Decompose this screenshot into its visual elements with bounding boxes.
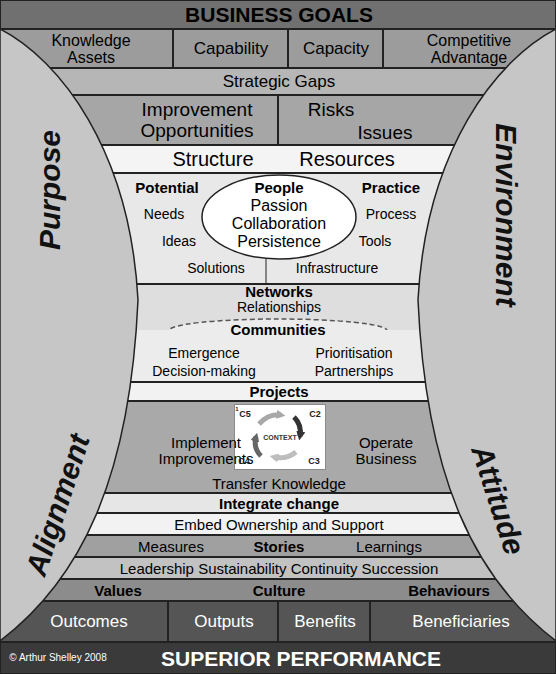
- gap-band: Strategic Gaps: [0, 68, 556, 95]
- context-region-text: Transfer Knowledge: [212, 476, 346, 492]
- culture-band-text: Culture: [253, 583, 306, 599]
- divider-line: [266, 259, 267, 283]
- goal-cell-text: Capability: [194, 40, 269, 58]
- side-label: Environment: [491, 123, 521, 306]
- structure-band-text: Resources: [299, 149, 395, 171]
- people-region-text: Ideas: [162, 234, 196, 249]
- leadership-band: Leadership Sustainability Continuity Suc…: [0, 557, 556, 579]
- culture-band-text: Values: [94, 583, 142, 599]
- people-ellipse: PeoplePassionCollaborationPersistence: [201, 174, 357, 260]
- gap-cell-text: Improvement Opportunities: [131, 100, 263, 141]
- cycle-arrow: [294, 417, 300, 436]
- people-region-text: Process: [366, 207, 417, 222]
- people-region-text: Potential: [135, 180, 198, 196]
- goal-cell-text: Capacity: [303, 40, 369, 58]
- cycle-label: C3: [308, 457, 320, 466]
- goal-band: BUSINESS GOALS: [0, 0, 556, 29]
- cycle-arrow: [274, 452, 296, 458]
- cycle-arrow: [259, 415, 281, 424]
- cycle-label: C4: [238, 457, 250, 466]
- stories-band-text: Learnings: [356, 539, 422, 555]
- people-ellipse-text: Collaboration: [232, 215, 326, 232]
- people-region-text: Tools: [359, 234, 392, 249]
- network-band-text: Relationships: [237, 300, 321, 315]
- people-region-text: Practice: [362, 180, 420, 196]
- context-region-text: Operate Business: [344, 435, 428, 467]
- cycle-label: C5: [239, 410, 251, 419]
- community-band-text: Partnerships: [315, 364, 394, 379]
- project-band-text: Projects: [249, 384, 308, 400]
- network-band-text: Networks: [245, 284, 313, 300]
- gap-cell-text: Risks: [308, 100, 354, 121]
- result-cell-text: Benefits: [294, 613, 355, 631]
- side-label: Purpose: [35, 130, 65, 250]
- people-region-text: Infrastructure: [296, 261, 378, 276]
- people-ellipse-shape: [202, 175, 356, 259]
- result-cell-text: Outcomes: [50, 613, 127, 631]
- gap-cell-text: Issues: [358, 123, 413, 144]
- people-region-text: Solutions: [187, 261, 245, 276]
- goal-cell-text: Competitive Advantage: [413, 32, 525, 67]
- result-cell: Benefits: [278, 601, 370, 642]
- goal-cell: Capacity: [288, 29, 383, 68]
- goal-band-text: BUSINESS GOALS: [185, 4, 373, 27]
- result-cell-text: Outputs: [194, 613, 254, 631]
- people-ellipse-text: Persistence: [237, 233, 321, 250]
- people-region-text: Needs: [144, 207, 184, 222]
- culture-band: Values Culture Behaviours: [0, 579, 556, 601]
- right-side-region: [418, 29, 556, 641]
- result-cell: Outputs: [168, 601, 278, 642]
- cycle-label: C2: [309, 410, 321, 419]
- stories-band-text: Measures: [138, 539, 204, 555]
- result-cell-text: Beneficiaries: [412, 613, 509, 631]
- goal-cell: Capability: [173, 29, 288, 68]
- community-band-text: Emergence: [168, 346, 240, 361]
- cycle-arrow: [255, 437, 261, 456]
- community-ellipse-text: Communities: [230, 322, 325, 338]
- culture-band-text: Behaviours: [408, 583, 490, 599]
- stories-band-text: Stories: [254, 539, 305, 555]
- left-side-region: [0, 29, 138, 641]
- people-ellipse-text: Passion: [251, 197, 308, 214]
- gap-band-text: Strategic Gaps: [223, 73, 335, 91]
- community-band-text: Decision-making: [152, 364, 255, 379]
- copyright: © Arthur Shelley 2008: [9, 653, 106, 663]
- structure-band-text: Structure: [172, 149, 253, 171]
- people-ellipse-text: People: [254, 180, 303, 196]
- cycle-label: 1: [235, 406, 238, 412]
- goal-cell-text: Knowledge Assets: [39, 32, 143, 67]
- context-image-text: CONTEXT: [263, 434, 296, 442]
- leadership-band-text: Leadership Sustainability Continuity Suc…: [120, 561, 439, 577]
- community-band-text: Prioritisation: [315, 346, 392, 361]
- change-band-text: Integrate change: [219, 496, 339, 512]
- ownership-band-text: Embed Ownership and Support: [174, 517, 383, 533]
- performance-band-text: SUPERIOR PERFORMANCE: [161, 648, 441, 671]
